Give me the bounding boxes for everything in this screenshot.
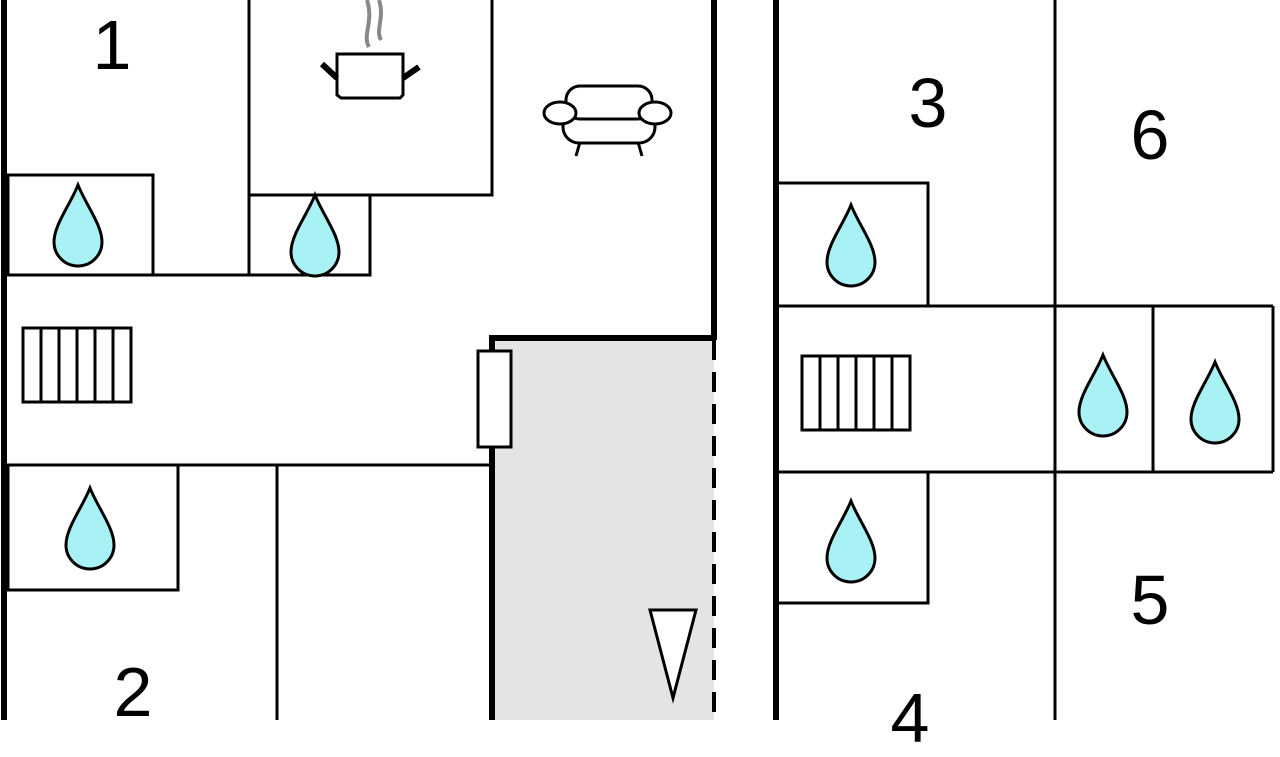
room-label-5: 5 [1130,561,1170,639]
floor-plan [1,0,1275,720]
water-drop-icon [52,180,104,268]
room-label-2: 2 [113,653,153,731]
sofa-icon [542,84,673,157]
thick-walls [1,0,779,720]
cooking-pot-icon [319,0,421,100]
radiator-icon [800,354,912,432]
thin-walls [6,0,1275,720]
radiator-icon [21,326,133,404]
water-drop-icon [825,200,877,288]
water-drop-icon [289,190,341,278]
room-label-4: 4 [890,679,930,757]
water-drop-icon [825,496,877,584]
water-drop-icon [64,483,116,571]
room-label-6: 6 [1130,96,1170,174]
water-drop-icon [1189,357,1241,445]
room-label-3: 3 [908,64,948,142]
direction-arrow-icon [648,608,698,704]
room-label-1: 1 [92,6,132,84]
water-drop-icon [1077,350,1129,438]
door-icon [476,349,513,449]
